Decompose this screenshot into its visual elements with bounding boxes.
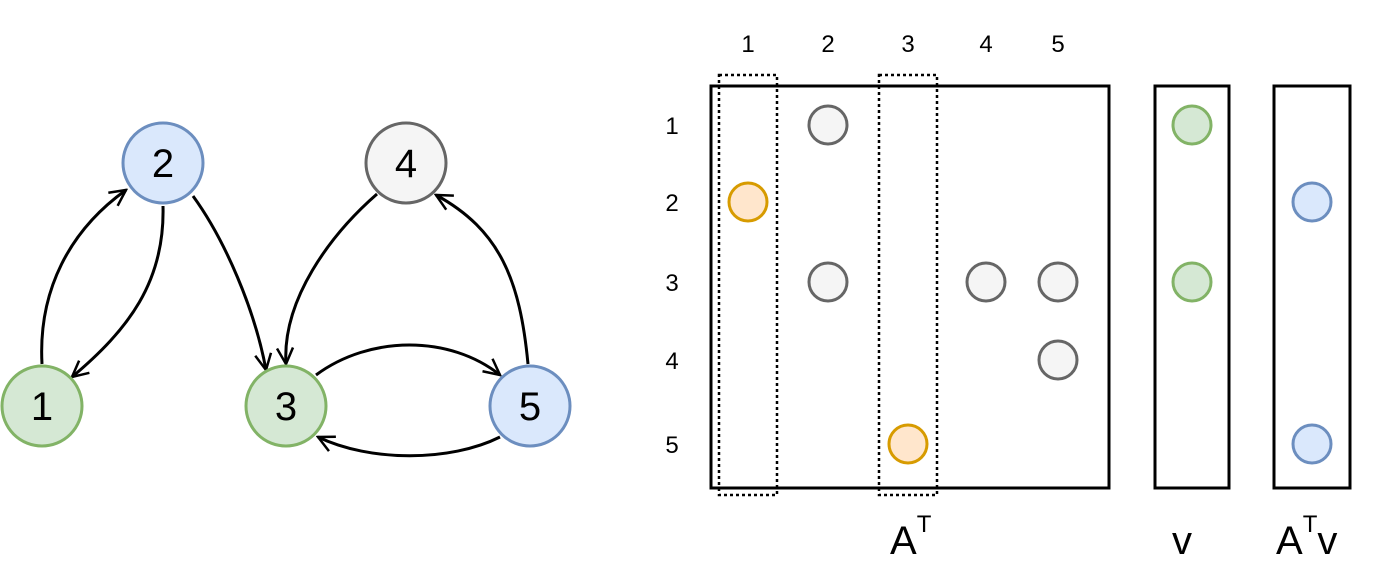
graph-node-4	[364, 121, 448, 205]
edge-1-to-2	[40, 190, 126, 365]
matrix-entry-r3-c2	[807, 261, 849, 303]
edge-2-to-3	[191, 195, 266, 370]
vector-atv-frame	[1272, 84, 1352, 490]
vector-v-label: v	[1172, 519, 1192, 563]
matrix-col-label-3: 3	[901, 31, 914, 58]
graph-node-1-label: 1	[31, 385, 53, 429]
matrix-label: AT	[890, 511, 932, 563]
graph-node-2	[121, 121, 205, 205]
vector-v-frame	[1153, 84, 1231, 490]
matrix-row-label-3: 3	[665, 270, 678, 297]
matrix-entry-r2-c1	[727, 181, 769, 223]
vector-atv-label: ATv	[1276, 511, 1337, 563]
vector-v	[1153, 84, 1231, 490]
matrix-row-label-5: 5	[665, 432, 678, 459]
vector-atv	[1272, 84, 1352, 490]
vector-atv-entry-5	[1291, 423, 1333, 465]
graph-node-1	[0, 364, 84, 448]
matrix-row-label-4: 4	[665, 348, 678, 375]
matrix-entry-r5-c3	[887, 423, 929, 465]
highlight-column-1	[717, 73, 779, 497]
graph-node-2-label: 2	[152, 142, 174, 186]
matrix-entry-r3-c5	[1037, 261, 1079, 303]
matrix-entry-r1-c2	[807, 104, 849, 146]
matrix-col-label-1: 1	[741, 31, 754, 58]
graph-node-3-label: 3	[275, 385, 297, 429]
matrix-col-label-5: 5	[1051, 31, 1064, 58]
matrix-col-label-4: 4	[979, 31, 992, 58]
graph-node-4-label: 4	[395, 142, 417, 186]
vector-v-entry-3	[1171, 261, 1213, 303]
adjacency-matrix-transpose: 1 2 3 4 5 1 2 3 4 5	[665, 31, 1111, 497]
edge-2-to-1	[72, 205, 165, 377]
matrix-frame	[709, 84, 1111, 490]
graph-node-3	[244, 364, 328, 448]
graph-node-5	[488, 364, 572, 448]
directed-graph: 1 2 3 4 5	[0, 121, 572, 458]
matrix-entry-r3-c4	[965, 261, 1007, 303]
matrix-row-label-1: 1	[665, 113, 678, 140]
matrix-col-label-2: 2	[821, 31, 834, 58]
vector-v-entry-1	[1171, 104, 1213, 146]
matrix-row-label-2: 2	[665, 190, 678, 217]
edge-5-to-4	[436, 195, 530, 365]
matrix-entry-r4-c5	[1037, 339, 1079, 381]
edge-3-to-5	[315, 343, 500, 375]
graph-node-5-label: 5	[519, 385, 541, 429]
edge-4-to-3	[286, 192, 378, 364]
highlight-column-3	[877, 73, 939, 497]
vector-atv-entry-2	[1291, 181, 1333, 223]
edge-5-to-3	[318, 437, 501, 458]
